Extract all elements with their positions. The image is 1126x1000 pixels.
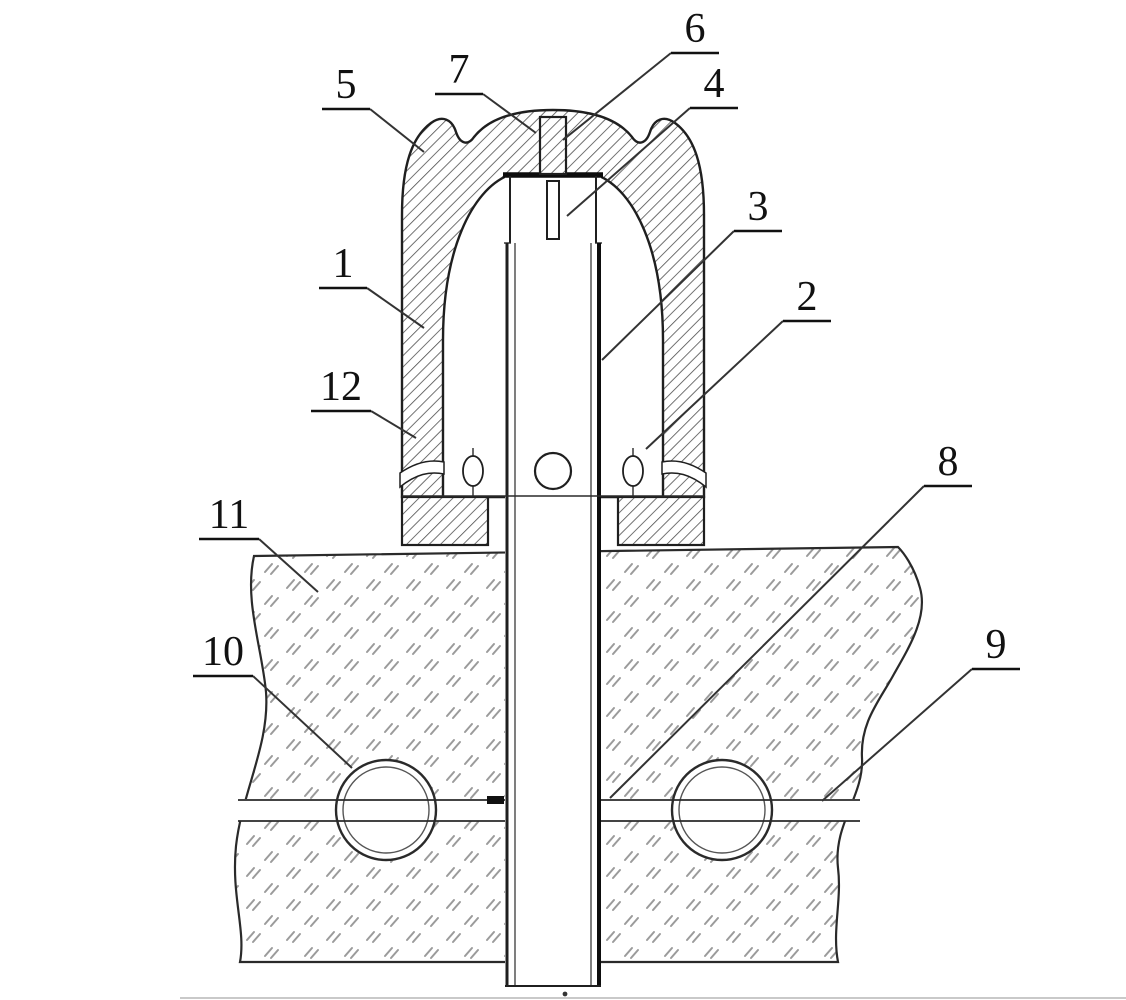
center-ball: [533, 451, 573, 491]
label-8: 8: [609, 439, 972, 799]
label-4: 4: [566, 61, 738, 217]
leader-line: [601, 230, 735, 361]
tube-bore: [505, 174, 601, 986]
label-number: 9: [986, 622, 1007, 668]
label-2: 2: [645, 274, 831, 450]
leader-line: [370, 410, 417, 439]
label-11: 11: [199, 492, 319, 593]
label-number: 5: [336, 62, 357, 108]
leader-line: [645, 320, 784, 450]
label-number: 8: [938, 439, 959, 485]
left-groove: [399, 460, 445, 489]
left-hole-inner: [342, 766, 430, 854]
reference-labels: 5 7 6 4 1 32 12 11 10 8 9: [193, 6, 1020, 802]
label-number: 10: [202, 629, 244, 675]
right-hole-inner: [678, 766, 766, 854]
label-12: 12: [311, 364, 417, 439]
bottom-mark-dot: [562, 991, 568, 997]
channel-plug: [487, 796, 504, 804]
label-3: 3: [601, 184, 782, 361]
flange-right: [616, 495, 706, 547]
top-pin: [538, 115, 568, 176]
leader-line: [562, 52, 672, 141]
label-number: 3: [748, 184, 769, 230]
leader-line: [258, 538, 319, 593]
label-number: 12: [320, 364, 362, 410]
label-6: 6: [562, 6, 719, 141]
label-number: 7: [449, 47, 470, 93]
valve-slot: [546, 180, 560, 240]
left-ball: [462, 455, 484, 487]
leader-line: [609, 485, 925, 799]
right-groove: [661, 460, 707, 489]
leader-line: [821, 668, 973, 802]
leader-line: [252, 675, 353, 769]
label-number: 6: [685, 6, 706, 52]
left-hole-outer: [334, 758, 438, 862]
label-number: 4: [704, 61, 725, 107]
leader-line: [566, 107, 691, 217]
label-5: 5: [322, 62, 425, 153]
label-1: 1: [319, 241, 425, 329]
leader-line: [482, 93, 537, 134]
tube-assembly: [487, 172, 603, 997]
label-10: 10: [193, 629, 353, 769]
right-hole-outer: [670, 758, 774, 862]
flange-left: [400, 495, 490, 547]
leader-line: [369, 108, 425, 153]
label-7: 7: [435, 47, 537, 134]
label-number: 11: [209, 492, 249, 538]
leader-line: [366, 287, 425, 329]
right-ball: [622, 455, 644, 487]
label-9: 9: [821, 622, 1020, 802]
label-number: 2: [797, 274, 818, 320]
cap-assembly: [399, 108, 707, 547]
label-number: 1: [333, 241, 354, 287]
